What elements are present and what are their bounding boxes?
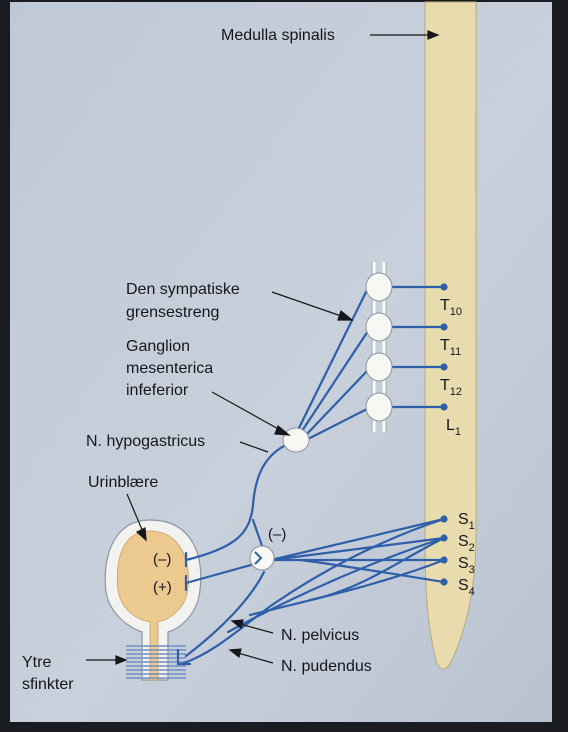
segment-subscript: 12	[450, 386, 462, 398]
segment-letter: T	[440, 297, 450, 314]
dot-s1	[440, 515, 448, 523]
inferior-mesenteric-ganglion	[282, 427, 310, 453]
chain-ganglion-t12	[365, 352, 393, 382]
segment-label-s1: S1	[458, 511, 475, 532]
spinal-cord	[424, 1, 477, 670]
splanchnic-t11	[298, 329, 370, 436]
dot-s3	[440, 556, 448, 564]
segment-label-l1: L1	[446, 417, 461, 438]
segment-subscript: 11	[450, 346, 461, 358]
label-hypogastricus: N. hypogastricus	[86, 433, 205, 450]
label-ganglion-line2: mesenterica	[126, 360, 213, 377]
hypogastricus-leader	[239, 441, 269, 453]
sphincter-arrowhead	[115, 655, 128, 665]
pelvic-nerve-mid	[269, 536, 446, 562]
label-sympathetic-line1: Den sympatiske	[126, 281, 240, 298]
pelvic-ganglion-synapse	[254, 551, 263, 565]
segment-letter: S	[458, 555, 469, 572]
ganglion-leader	[211, 391, 283, 432]
dot-s2	[440, 534, 448, 542]
segment-label-t10: T10	[440, 297, 462, 318]
segment-subscript: 10	[450, 306, 462, 318]
pudendal-nerve	[182, 517, 446, 665]
pelvic-nerve-upper	[269, 517, 446, 562]
dot-t10	[440, 283, 448, 291]
ganglion-arrowhead	[274, 425, 291, 436]
segment-letter: T	[440, 337, 450, 354]
sympathetic-chain-ganglia	[365, 272, 393, 422]
label-pelvicus: N. pelvicus	[281, 627, 359, 644]
segment-letter: S	[458, 577, 469, 594]
bladder-leader	[126, 493, 144, 533]
segment-letter: L	[446, 417, 455, 434]
sign-ganglion-minus: (–)	[268, 526, 286, 543]
segment-letter: S	[458, 533, 469, 550]
label-medulla-spinalis: Medulla spinalis	[221, 27, 335, 44]
label-sympathetic-line2: grensestreng	[126, 304, 219, 321]
dot-t12	[440, 363, 448, 371]
splanchnic-l1	[308, 406, 371, 440]
segment-subscript: 3	[469, 564, 475, 576]
pudendus-arrowhead	[228, 648, 242, 659]
segment-subscript: 1	[455, 426, 461, 438]
sign-bladder-minus: (–)	[153, 551, 171, 568]
sign-bladder-plus: (+)	[153, 579, 172, 596]
segment-letter: S	[458, 511, 469, 528]
pudendal-to-sphincter	[184, 570, 266, 658]
segment-label-t12: T12	[440, 377, 462, 398]
segment-subscript: 2	[469, 542, 475, 554]
bladder-arrowhead	[135, 527, 147, 542]
chain-ganglion-t11	[365, 312, 393, 342]
segment-letter: T	[440, 377, 450, 394]
nerve-fibers	[176, 285, 446, 666]
splanchnic-t12	[303, 368, 370, 438]
segment-subscript: 1	[469, 520, 475, 532]
segment-label-s4: S4	[458, 577, 475, 598]
root-entry-dots	[440, 283, 448, 586]
external-sphincter	[126, 645, 186, 679]
splanchnic-t10	[294, 290, 368, 436]
chain-ganglion-t10	[365, 272, 393, 302]
label-ganglion-line3: infeferior	[126, 382, 189, 399]
label-sphincter-line2: sfinkter	[22, 676, 74, 693]
segment-subscript: 4	[469, 586, 475, 598]
pudendus-leader	[237, 652, 274, 664]
dot-t11	[440, 323, 448, 331]
pelvicus-leader	[239, 623, 274, 634]
chain-ganglion-l1	[365, 392, 393, 422]
sphincter-ending	[176, 648, 192, 666]
pudendal-nerve-s2	[226, 536, 446, 634]
segment-label-t11: T11	[440, 337, 461, 358]
dot-l1	[440, 403, 448, 411]
segment-label-s2: S2	[458, 533, 475, 554]
label-sphincter-line1: Ytre	[22, 654, 51, 671]
hypogastric-nerve	[184, 441, 292, 562]
dot-s4	[440, 578, 448, 586]
pudendal-nerve-cross	[308, 536, 446, 602]
medulla-arrowhead	[427, 30, 440, 40]
leader-lines	[86, 30, 440, 665]
segment-label-s3: S3	[458, 555, 475, 576]
pelvicus-arrowhead	[230, 619, 244, 630]
sympathetic-leader	[271, 291, 345, 318]
pudendal-nerve-s3	[248, 558, 446, 617]
sympathetic-arrowhead	[337, 309, 354, 321]
label-pudendus: N. pudendus	[281, 658, 372, 675]
label-urinblaere: Urinblære	[88, 474, 158, 491]
pudendal-nerve-s4	[298, 558, 446, 584]
label-ganglion-line1: Ganglion	[126, 338, 190, 355]
